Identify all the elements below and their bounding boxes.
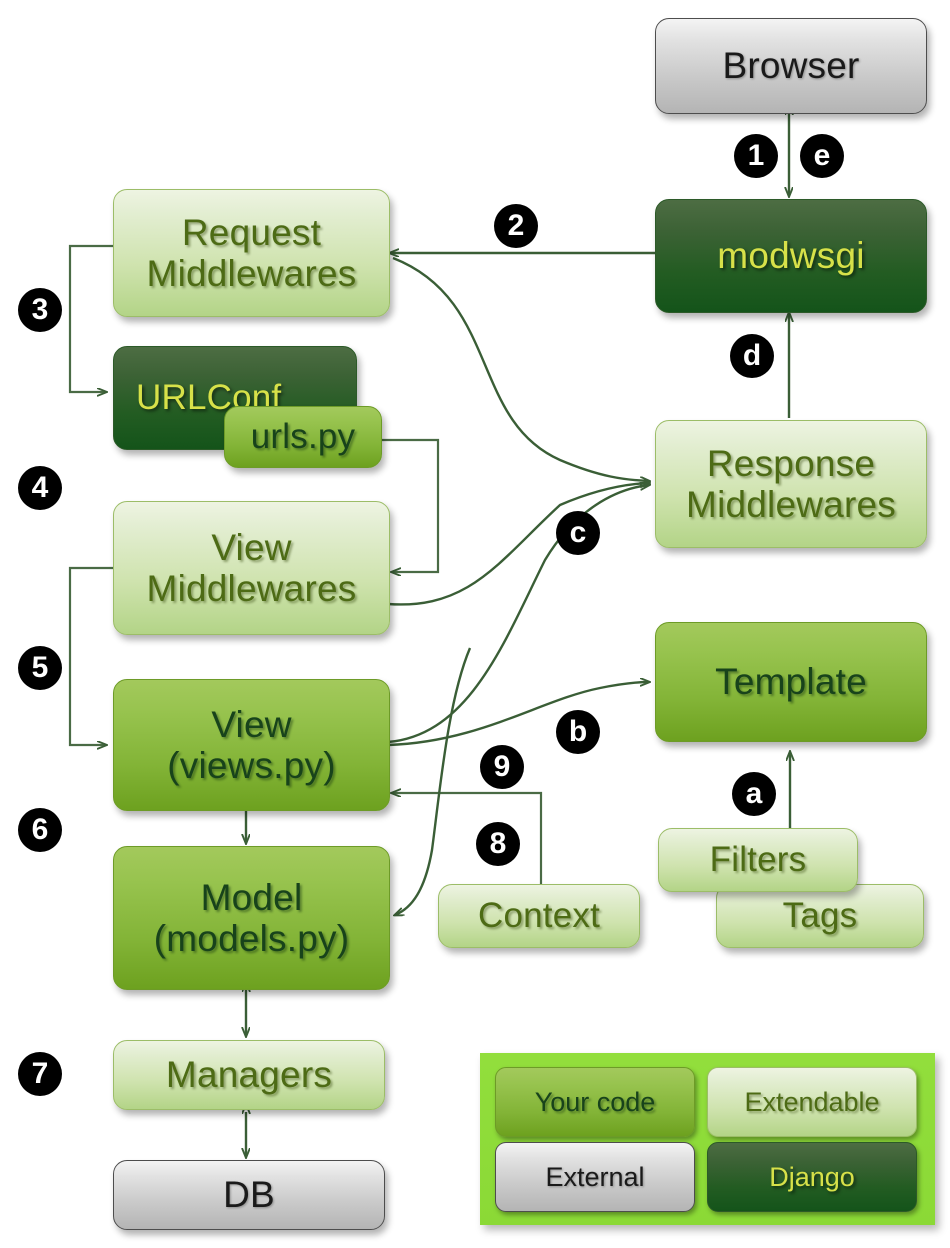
step-badge-5: 5 <box>18 646 62 690</box>
step-badge-e-label: e <box>813 139 831 172</box>
node-browser-label: Browser <box>722 45 860 87</box>
node-view[interactable]: View (views.py) <box>113 679 390 811</box>
node-db-label: DB <box>223 1174 275 1216</box>
wire-urlspy-viewmw <box>382 438 440 572</box>
step-badge-b-label: b <box>568 715 588 748</box>
node-view-middlewares-label: View Middlewares <box>146 526 357 609</box>
legend-item-extendable[interactable]: Extendable <box>707 1067 917 1137</box>
wire-viewmw-respmw <box>387 483 649 606</box>
node-filters-label: Filters <box>709 840 807 880</box>
node-modwsgi-label: modwsgi <box>717 235 865 277</box>
step-badge-c-label: c <box>569 516 587 549</box>
node-view-label: View (views.py) <box>167 703 336 786</box>
wire-view-respmw <box>387 485 649 744</box>
node-template-label: Template <box>715 661 867 703</box>
node-response-middlewares[interactable]: Response Middlewares <box>655 420 927 548</box>
wire-template-model <box>395 647 472 915</box>
node-template[interactable]: Template <box>655 622 927 742</box>
wire-viewmw-view <box>68 566 113 745</box>
step-badge-7-label: 7 <box>31 1057 49 1090</box>
step-badge-6-label: 6 <box>31 813 49 846</box>
node-urls-py[interactable]: urls.py <box>224 406 382 468</box>
node-filters[interactable]: Filters <box>658 828 858 892</box>
node-request-middlewares-label: Request Middlewares <box>146 211 357 294</box>
step-badge-3-label: 3 <box>31 293 49 326</box>
step-badge-6: 6 <box>18 808 62 852</box>
node-view-middlewares[interactable]: View Middlewares <box>113 501 390 635</box>
step-badge-2: 2 <box>494 204 538 248</box>
legend-item-extendable-label: Extendable <box>744 1086 880 1117</box>
node-model[interactable]: Model (models.py) <box>113 846 390 990</box>
step-badge-4-label: 4 <box>31 471 49 504</box>
legend-item-external-label: External <box>545 1161 645 1192</box>
step-badge-2-label: 2 <box>507 209 525 242</box>
step-badge-b: b <box>556 710 600 754</box>
step-badge-c: c <box>556 511 600 555</box>
step-badge-9: 9 <box>480 745 524 789</box>
node-response-middlewares-label: Response Middlewares <box>686 442 896 525</box>
node-managers[interactable]: Managers <box>113 1040 385 1110</box>
wire-view-template <box>387 682 649 747</box>
node-modwsgi[interactable]: modwsgi <box>655 199 927 313</box>
wire-reqmw-respmw <box>392 256 649 481</box>
step-badge-a: a <box>732 772 776 816</box>
node-context-label: Context <box>477 896 601 936</box>
legend-item-your-code-label: Your code <box>534 1086 656 1117</box>
step-badge-1-label: 1 <box>747 139 765 172</box>
step-badge-8: 8 <box>476 822 520 866</box>
node-tags[interactable]: Tags <box>716 884 924 948</box>
node-tags-label: Tags <box>782 896 858 936</box>
node-db[interactable]: DB <box>113 1160 385 1230</box>
wire-reqmw-urlconf <box>68 244 113 392</box>
step-badge-1: 1 <box>734 134 778 178</box>
node-request-middlewares[interactable]: Request Middlewares <box>113 189 390 317</box>
step-badge-e: e <box>800 134 844 178</box>
node-context[interactable]: Context <box>438 884 640 948</box>
step-badge-d: d <box>730 334 774 378</box>
node-model-label: Model (models.py) <box>153 876 350 959</box>
step-badge-d-label: d <box>742 339 762 372</box>
legend-item-your-code[interactable]: Your code <box>495 1067 695 1137</box>
node-urls-py-label: urls.py <box>250 417 356 457</box>
step-badge-3: 3 <box>18 288 62 332</box>
step-badge-9-label: 9 <box>493 750 511 783</box>
legend-item-django[interactable]: Django <box>707 1142 917 1212</box>
step-badge-5-label: 5 <box>31 651 49 684</box>
step-badge-8-label: 8 <box>489 827 507 860</box>
legend-item-django-label: Django <box>769 1161 855 1192</box>
step-badge-7: 7 <box>18 1052 62 1096</box>
legend-panel: Your code Extendable External Django <box>480 1053 935 1225</box>
step-badge-a-label: a <box>745 777 763 810</box>
node-browser[interactable]: Browser <box>655 18 927 114</box>
step-badge-4: 4 <box>18 466 62 510</box>
node-managers-label: Managers <box>165 1054 333 1096</box>
legend-item-external[interactable]: External <box>495 1142 695 1212</box>
